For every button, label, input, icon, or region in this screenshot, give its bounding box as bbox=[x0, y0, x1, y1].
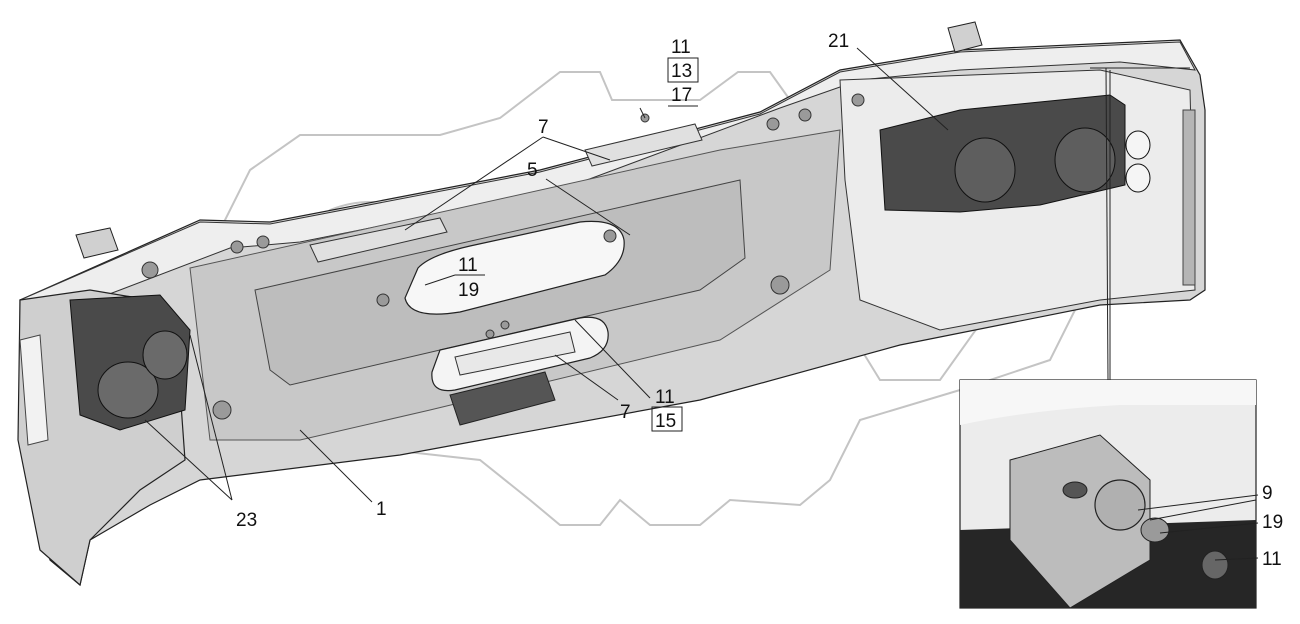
callout-13-top: 13 bbox=[671, 61, 692, 82]
callout-11-top: 11 bbox=[671, 37, 691, 58]
callout-19-mid: 19 bbox=[458, 280, 479, 301]
fog-lamp-left-icon bbox=[69, 294, 191, 431]
callout-7-upper: 7 bbox=[538, 117, 549, 138]
callout-17-top: 17 bbox=[671, 85, 692, 106]
detail-inset-icon bbox=[959, 379, 1257, 609]
callout-9: 9 bbox=[1262, 483, 1273, 504]
left-mount-bracket bbox=[75, 227, 119, 259]
callout-21: 21 bbox=[828, 31, 849, 52]
tow-bracket bbox=[449, 371, 556, 426]
callout-19-detail: 19 bbox=[1262, 512, 1283, 533]
callout-11-detail: 11 bbox=[1262, 549, 1282, 570]
callout-15-low: 15 bbox=[655, 411, 676, 432]
callout-stack-low bbox=[651, 406, 683, 432]
callout-11-mid: 11 bbox=[458, 255, 478, 276]
plate-lower bbox=[454, 331, 576, 376]
leader-lines bbox=[144, 47, 1259, 561]
plate-upper bbox=[584, 123, 703, 167]
callout-11-low: 11 bbox=[655, 387, 675, 408]
right-side-strip bbox=[1182, 109, 1196, 286]
upper-opening bbox=[404, 220, 625, 315]
callout-23: 23 bbox=[236, 510, 257, 531]
bolt-row bbox=[141, 93, 865, 420]
callout-5: 5 bbox=[527, 160, 538, 181]
callout-stack-top bbox=[667, 57, 699, 107]
callout-1: 1 bbox=[376, 499, 387, 520]
right-mount-bracket bbox=[947, 21, 983, 53]
bumper-assembly-icon bbox=[17, 21, 1206, 587]
callout-7-lower: 7 bbox=[620, 402, 631, 423]
plate-center bbox=[309, 217, 448, 263]
